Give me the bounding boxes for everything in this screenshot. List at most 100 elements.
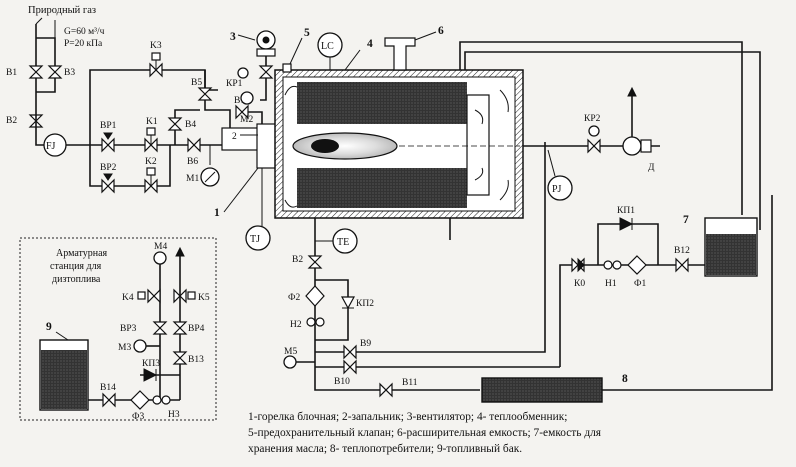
- valve-bp3[interactable]: [152, 321, 168, 335]
- label-m1: M1: [186, 174, 199, 184]
- label-m2: M2: [240, 115, 253, 125]
- label-b9: B9: [360, 339, 371, 349]
- legend-line-2: 5-предохранительный клапан; 6-расширител…: [248, 427, 602, 439]
- valve-k3[interactable]: [149, 52, 163, 78]
- valve-b5[interactable]: [197, 87, 213, 101]
- label-k0: К0: [574, 279, 585, 289]
- label-b4: B4: [185, 120, 196, 130]
- label-fj: FJ: [46, 141, 56, 152]
- heat-consumers-8: [481, 377, 603, 403]
- valve-k0[interactable]: [571, 257, 585, 273]
- label-b2: B2: [6, 116, 17, 126]
- consumer-supply-pipe: [314, 345, 480, 391]
- label-6: 6: [438, 25, 444, 37]
- leader-4: [344, 49, 361, 71]
- valve-kp2-safety[interactable]: [340, 296, 356, 310]
- label-kp1: КР1: [226, 79, 243, 89]
- valve-k2[interactable]: [144, 167, 158, 194]
- gas-pressure: P=20 кПа: [64, 39, 103, 49]
- valve-kp1-safety[interactable]: [619, 217, 634, 231]
- regulator-kp1: [237, 67, 249, 79]
- valve-low-b2[interactable]: [307, 255, 323, 269]
- station-up-arrow-icon: [175, 246, 185, 257]
- label-bp2: BP2: [100, 163, 117, 173]
- label-2: 2: [232, 132, 237, 142]
- valve-k4[interactable]: [137, 288, 161, 304]
- label-kp1-top: КП1: [617, 206, 635, 216]
- label-kp2: КР2: [584, 114, 601, 124]
- valve-bp2[interactable]: [101, 173, 115, 194]
- label-tj: TJ: [250, 234, 260, 245]
- valve-b3[interactable]: [47, 65, 63, 79]
- fan-d: [622, 136, 652, 156]
- pj-tap: [547, 149, 556, 177]
- label-b14: B14: [100, 383, 116, 393]
- label-k2: K2: [145, 157, 157, 167]
- filter-f3: [130, 390, 150, 410]
- instrument-tj: [245, 225, 271, 251]
- label-m5: M5: [284, 347, 297, 357]
- legend-line-1: 1-горелка блочная; 2-запальник; 3-вентил…: [248, 411, 567, 423]
- leader-6: [414, 31, 437, 41]
- diesel-station-box: [19, 237, 217, 421]
- valve-b6[interactable]: [187, 137, 201, 153]
- valve-b9[interactable]: [343, 344, 357, 360]
- top-return-1: [459, 41, 743, 215]
- valve-kp3[interactable]: [143, 368, 158, 382]
- label-k5: K5: [198, 293, 210, 303]
- bypass-k2-pipe: [89, 145, 171, 187]
- top-return-2: [464, 51, 761, 230]
- label-b1: B1: [6, 68, 17, 78]
- leader-5: [289, 37, 303, 65]
- label-m4: M4: [154, 242, 167, 252]
- gauge-m1-needle: [204, 171, 216, 183]
- burner-nozzle: [221, 127, 263, 151]
- safety-valve-5: [282, 63, 292, 73]
- station-title-1: Арматурная: [56, 248, 108, 259]
- label-k3: K3: [150, 41, 162, 51]
- label-5: 5: [304, 27, 310, 39]
- gas-title: Природный газ: [28, 5, 96, 16]
- valve-bp4[interactable]: [172, 321, 188, 335]
- label-m3: M3: [118, 343, 131, 353]
- label-bp1: BP1: [100, 121, 117, 131]
- gas-inlet-branch: [35, 17, 56, 38]
- label-pj: PJ: [552, 184, 562, 195]
- label-b7: B7: [234, 96, 245, 106]
- gas-inlet-pipe: [35, 24, 56, 105]
- valve-b14[interactable]: [102, 392, 116, 408]
- leader-3: [237, 34, 256, 41]
- gas-flow-rate: G=60 м³/ч: [64, 27, 105, 37]
- valve-b4[interactable]: [167, 117, 183, 131]
- valve-kp2[interactable]: [587, 138, 601, 154]
- valve-kp1-air[interactable]: [258, 65, 274, 79]
- kp2-bypass: [315, 279, 349, 341]
- label-3: 3: [230, 31, 236, 43]
- station-pipes: [159, 252, 181, 400]
- label-bp4: BP4: [188, 324, 205, 334]
- leader-1: [223, 167, 259, 213]
- expansion-tank-6: [384, 37, 416, 71]
- instrument-pj: [547, 175, 573, 201]
- valve-b7[interactable]: [235, 104, 249, 120]
- label-b12: B12: [674, 246, 690, 256]
- valve-b11[interactable]: [379, 382, 393, 398]
- label-kp3: КП3: [142, 359, 160, 369]
- label-b10: B10: [334, 377, 350, 387]
- label-bp3: BP3: [120, 324, 137, 334]
- valve-k1[interactable]: [144, 127, 158, 153]
- valve-b1[interactable]: [28, 65, 44, 79]
- filter-f2: [305, 285, 325, 307]
- valve-b12[interactable]: [675, 257, 689, 273]
- stack-arrow-icon: [627, 86, 637, 97]
- pipe-to-fj: [35, 105, 45, 146]
- valve-b10[interactable]: [343, 359, 357, 375]
- valve-bp1[interactable]: [101, 132, 115, 153]
- label-d: Д: [648, 163, 655, 173]
- pump-h3: [152, 395, 171, 405]
- valve-b13[interactable]: [172, 351, 188, 365]
- leader-9: [55, 331, 69, 341]
- valve-k5[interactable]: [173, 288, 196, 304]
- label-b5: B5: [191, 78, 202, 88]
